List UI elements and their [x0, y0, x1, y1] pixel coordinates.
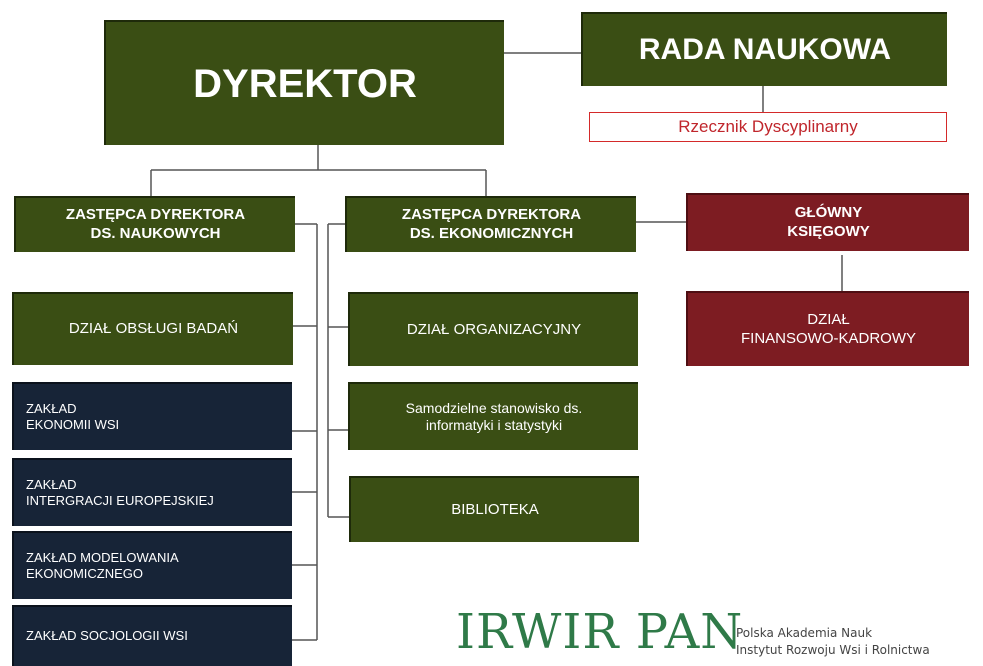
biblioteka-box: BIBLIOTEKA: [349, 476, 639, 542]
glowny-ksiegowy-label: GŁÓWNY KSIĘGOWY: [787, 204, 870, 240]
zastepca-ekonomiczny-label: ZASTĘPCA DYREKTORA DS. EKONOMICZNYCH: [401, 206, 582, 242]
rzecznik-label: Rzecznik Dyscyplinarny: [678, 117, 858, 137]
dyrektor-label: DYREKTOR: [193, 61, 417, 106]
rada-naukowa-label: RADA NAUKOWA: [638, 33, 892, 67]
logo-line-2: Instytut Rozwoju Wsi i Rolnictwa: [736, 642, 930, 657]
rzecznik-box: Rzecznik Dyscyplinarny: [589, 112, 947, 142]
zaklad-modelowania-label: ZAKŁAD MODELOWANIA EKONOMICZNEGO: [26, 549, 179, 581]
logo-subtitle: Polska Akademia Nauk Instytut Rozwoju Ws…: [736, 625, 930, 659]
dzial-finansowo-box: DZIAŁ FINANSOWO-KADROWY: [686, 291, 969, 366]
zaklad-socjologii-label: ZAKŁAD SOCJOLOGII WSI: [26, 628, 188, 644]
dzial-finansowo-label: DZIAŁ FINANSOWO-KADROWY: [741, 310, 916, 347]
zaklad-integracji-box: ZAKŁAD INTERGRACJI EUROPEJSKIEJ: [12, 458, 292, 526]
samodzielne-box: Samodzielne stanowisko ds. informatyki i…: [348, 382, 638, 450]
zaklad-ekonomii-box: ZAKŁAD EKONOMII WSI: [12, 382, 292, 450]
glowny-ksiegowy-box: GŁÓWNY KSIĘGOWY: [686, 193, 969, 251]
rada-naukowa-box: RADA NAUKOWA: [581, 12, 947, 86]
zaklad-modelowania-box: ZAKŁAD MODELOWANIA EKONOMICZNEGO: [12, 531, 292, 599]
zastepca-ekonomiczny-box: ZASTĘPCA DYREKTORA DS. EKONOMICZNYCH: [345, 196, 636, 252]
zastepca-naukowy-label: ZASTĘPCA DYREKTORA DS. NAUKOWYCH: [65, 206, 246, 242]
logo-line-1: Polska Akademia Nauk: [736, 626, 873, 640]
dzial-organizacyjny-box: DZIAŁ ORGANIZACYJNY: [348, 292, 638, 366]
biblioteka-label: BIBLIOTEKA: [451, 500, 539, 518]
samodzielne-label: Samodzielne stanowisko ds. informatyki i…: [405, 399, 583, 434]
zastepca-naukowy-box: ZASTĘPCA DYREKTORA DS. NAUKOWYCH: [14, 196, 295, 252]
dyrektor-box: DYREKTOR: [104, 20, 504, 145]
zaklad-socjologii-box: ZAKŁAD SOCJOLOGII WSI: [12, 605, 292, 666]
dzial-obslugi-box: DZIAŁ OBSŁUGI BADAŃ: [12, 292, 293, 365]
zaklad-integracji-label: ZAKŁAD INTERGRACJI EUROPEJSKIEJ: [26, 476, 214, 508]
dzial-organizacyjny-label: DZIAŁ ORGANIZACYJNY: [406, 320, 582, 338]
zaklad-ekonomii-label: ZAKŁAD EKONOMII WSI: [26, 400, 120, 432]
dzial-obslugi-label: DZIAŁ OBSŁUGI BADAŃ: [68, 320, 239, 338]
irwir-pan-logo: IRWIR PAN: [456, 604, 744, 660]
